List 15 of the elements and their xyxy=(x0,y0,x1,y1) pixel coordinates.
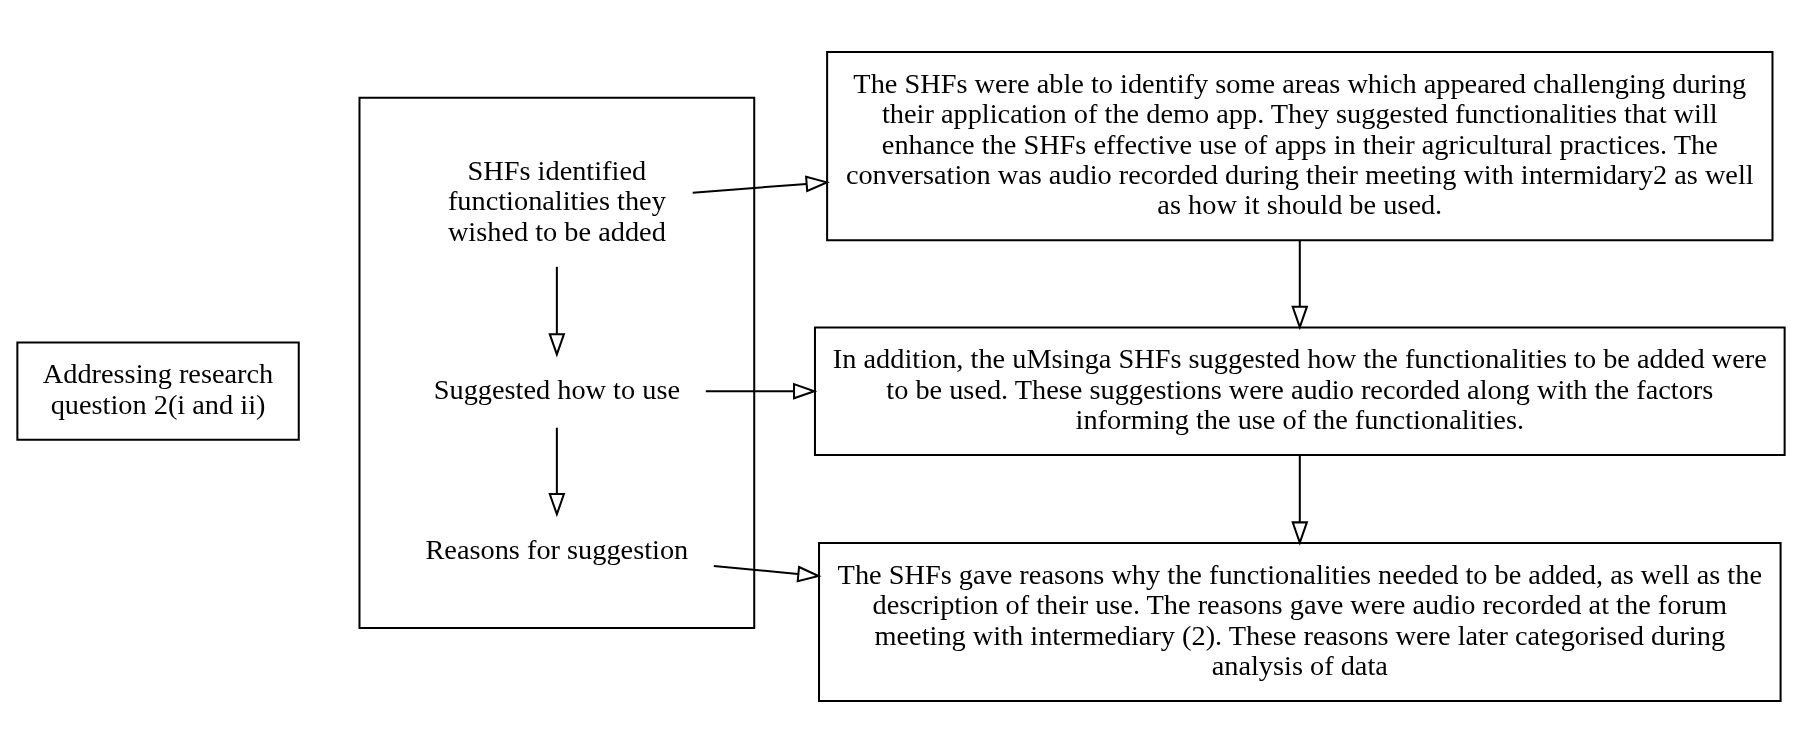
arrow xyxy=(1291,240,1309,330)
arrow xyxy=(692,175,830,194)
arrow xyxy=(548,427,566,517)
node-text: Reasons for suggestion xyxy=(425,533,689,565)
cluster xyxy=(358,96,756,629)
node-text: Suggested how to use xyxy=(433,373,680,405)
arrow xyxy=(713,564,822,582)
node-box: The SHFs were able to identify some areas which appeared challenging during their application of the demo app. They suggested functionalities that will enhance the SHFs effective use of apps in their agricultural practices. The conversation was audio recorded during their meeting with intermidary2 as well as how it should be used. xyxy=(826,50,1774,241)
node-box: Addressing research question 2(i and ii) xyxy=(16,341,300,441)
arrow xyxy=(548,266,566,357)
node-box: In addition, the uMsinga SHFs suggested how the functionalities to be added were to be used. These suggestions were audio recorded along with the factors informing the use of the functionalities. xyxy=(813,325,1786,456)
arrow xyxy=(705,382,818,400)
arrow xyxy=(1291,454,1309,546)
node-box: The SHFs gave reasons why the functionalities needed to be added, as well as the description of their use. The reasons gave were audio recorded at the forum meeting with intermediary (2). These reasons were later categorised during analysis of data xyxy=(818,541,1782,702)
node-text: SHFs identified functionalities they wished to be added xyxy=(447,154,666,247)
